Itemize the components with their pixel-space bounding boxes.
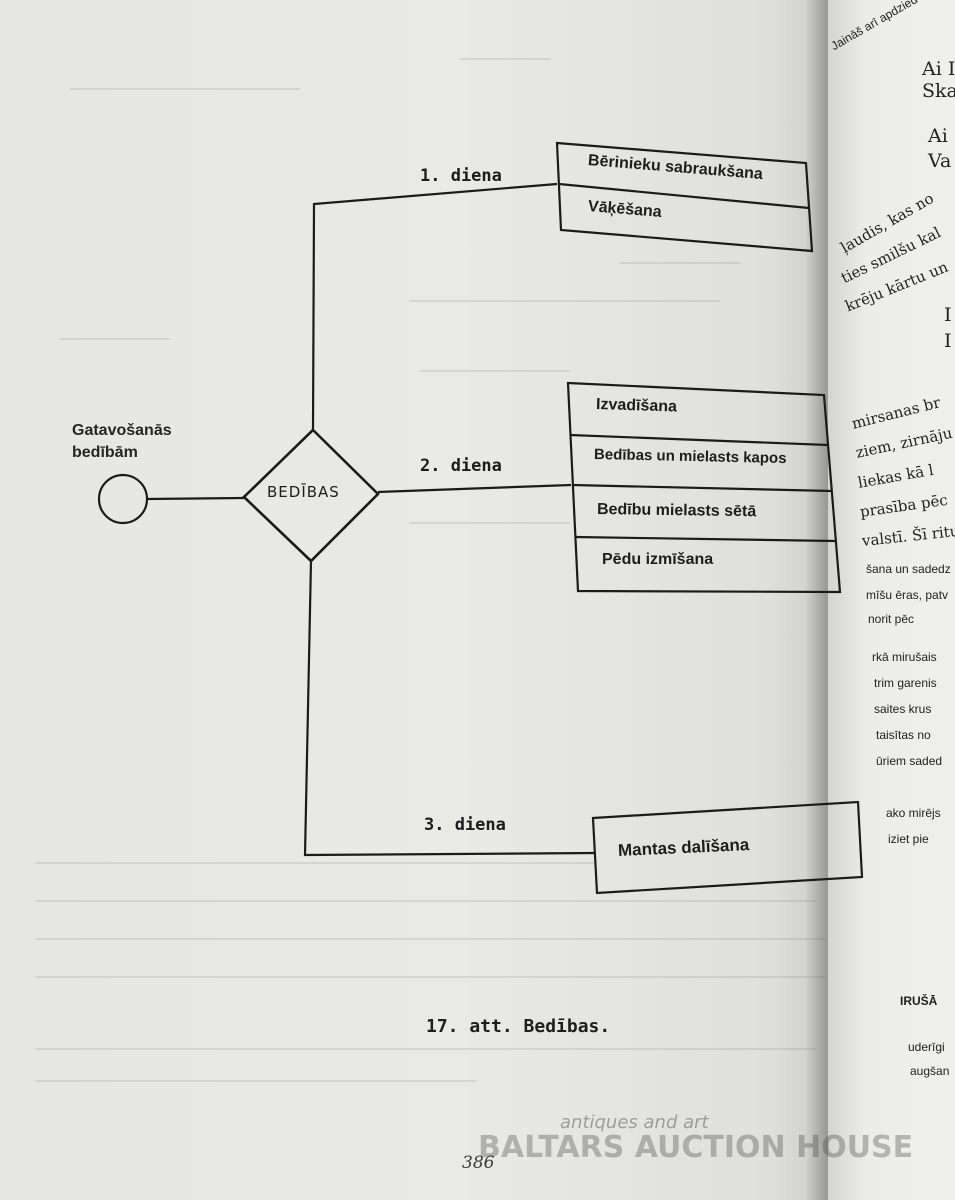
right-page-text: IRUŠĀ [900,994,938,1008]
bleed-through-line [410,300,720,302]
start-node-label-line: bedībām [72,444,138,461]
right-page-text: uderīgi [908,1040,945,1054]
hub-label: BEDĪBAS [267,483,340,501]
watermark-tagline: antiques and art [560,1112,709,1133]
day2-box-divider [569,433,829,447]
day2-box-divider [571,483,833,493]
day2-item: Bedību mielasts sētā [596,501,757,521]
bleed-through-line [36,1048,816,1050]
right-page-text: ako mirējs [886,806,941,820]
connector-line [146,496,245,501]
right-page-text: taisītas no [876,728,931,742]
bleed-through-line [36,938,826,940]
bleed-through-line [420,370,570,372]
day3-connector [303,560,596,857]
bleed-through-line [70,88,300,90]
right-page-text: norit pēc [868,612,915,626]
right-page-text: I [944,304,952,326]
watermark-brand: BALTARS AUCTION HOUSE [478,1130,914,1165]
bleed-through-line [460,58,550,60]
bleed-through-line [410,522,570,524]
bleed-through-line [60,338,170,340]
right-page-text: Ska [922,80,955,102]
day3-box [591,800,864,895]
day3-label: 3. diena [424,815,506,835]
day1-connector [311,182,558,431]
left-page [0,0,835,1200]
right-page-text: Va [928,150,952,172]
day2-label: 2. diena [420,456,502,476]
right-page-text: augšan [910,1064,950,1078]
right-page-text: mīšu ēras, patv [866,588,949,602]
bleed-through-line [36,862,596,864]
day1-box-divider [558,182,810,210]
right-page-text: Ai [928,125,948,147]
figure-caption: 17. att. Bedības. [426,1016,611,1037]
right-page-text: saites krus [874,702,932,716]
right-page-text: rkā mirušais [872,650,937,664]
bleed-through-line [36,900,816,902]
day2-item: Pēdu izmīšana [602,551,714,568]
right-page-text: šana un sadedz [866,562,951,576]
right-page-text: Ai I [922,58,955,80]
right-page-text: trim garenis [874,676,937,690]
day1-box [555,141,814,253]
bleed-through-line [36,1080,476,1082]
day1-label: 1. diena [420,166,502,186]
day2-item: Izvadīšana [595,396,678,416]
right-page-text: iziet pie [888,832,929,846]
bleed-through-line [620,262,740,264]
page-number: 386 [462,1153,495,1173]
day2-connector [377,483,572,494]
start-node-label: Gatavošanās bedībām [72,420,172,464]
start-node [97,473,149,525]
bleed-through-line [36,976,826,978]
right-page: Jaināš arī apdzied Ai I Ska Ai Va ļaudis… [828,0,955,1200]
day2-box-divider [574,535,837,543]
right-page-text: I [944,330,952,352]
day2-box [566,381,842,594]
right-page-text: ūriem saded [876,754,943,768]
start-node-label-line: Gatavošanās [72,422,172,439]
